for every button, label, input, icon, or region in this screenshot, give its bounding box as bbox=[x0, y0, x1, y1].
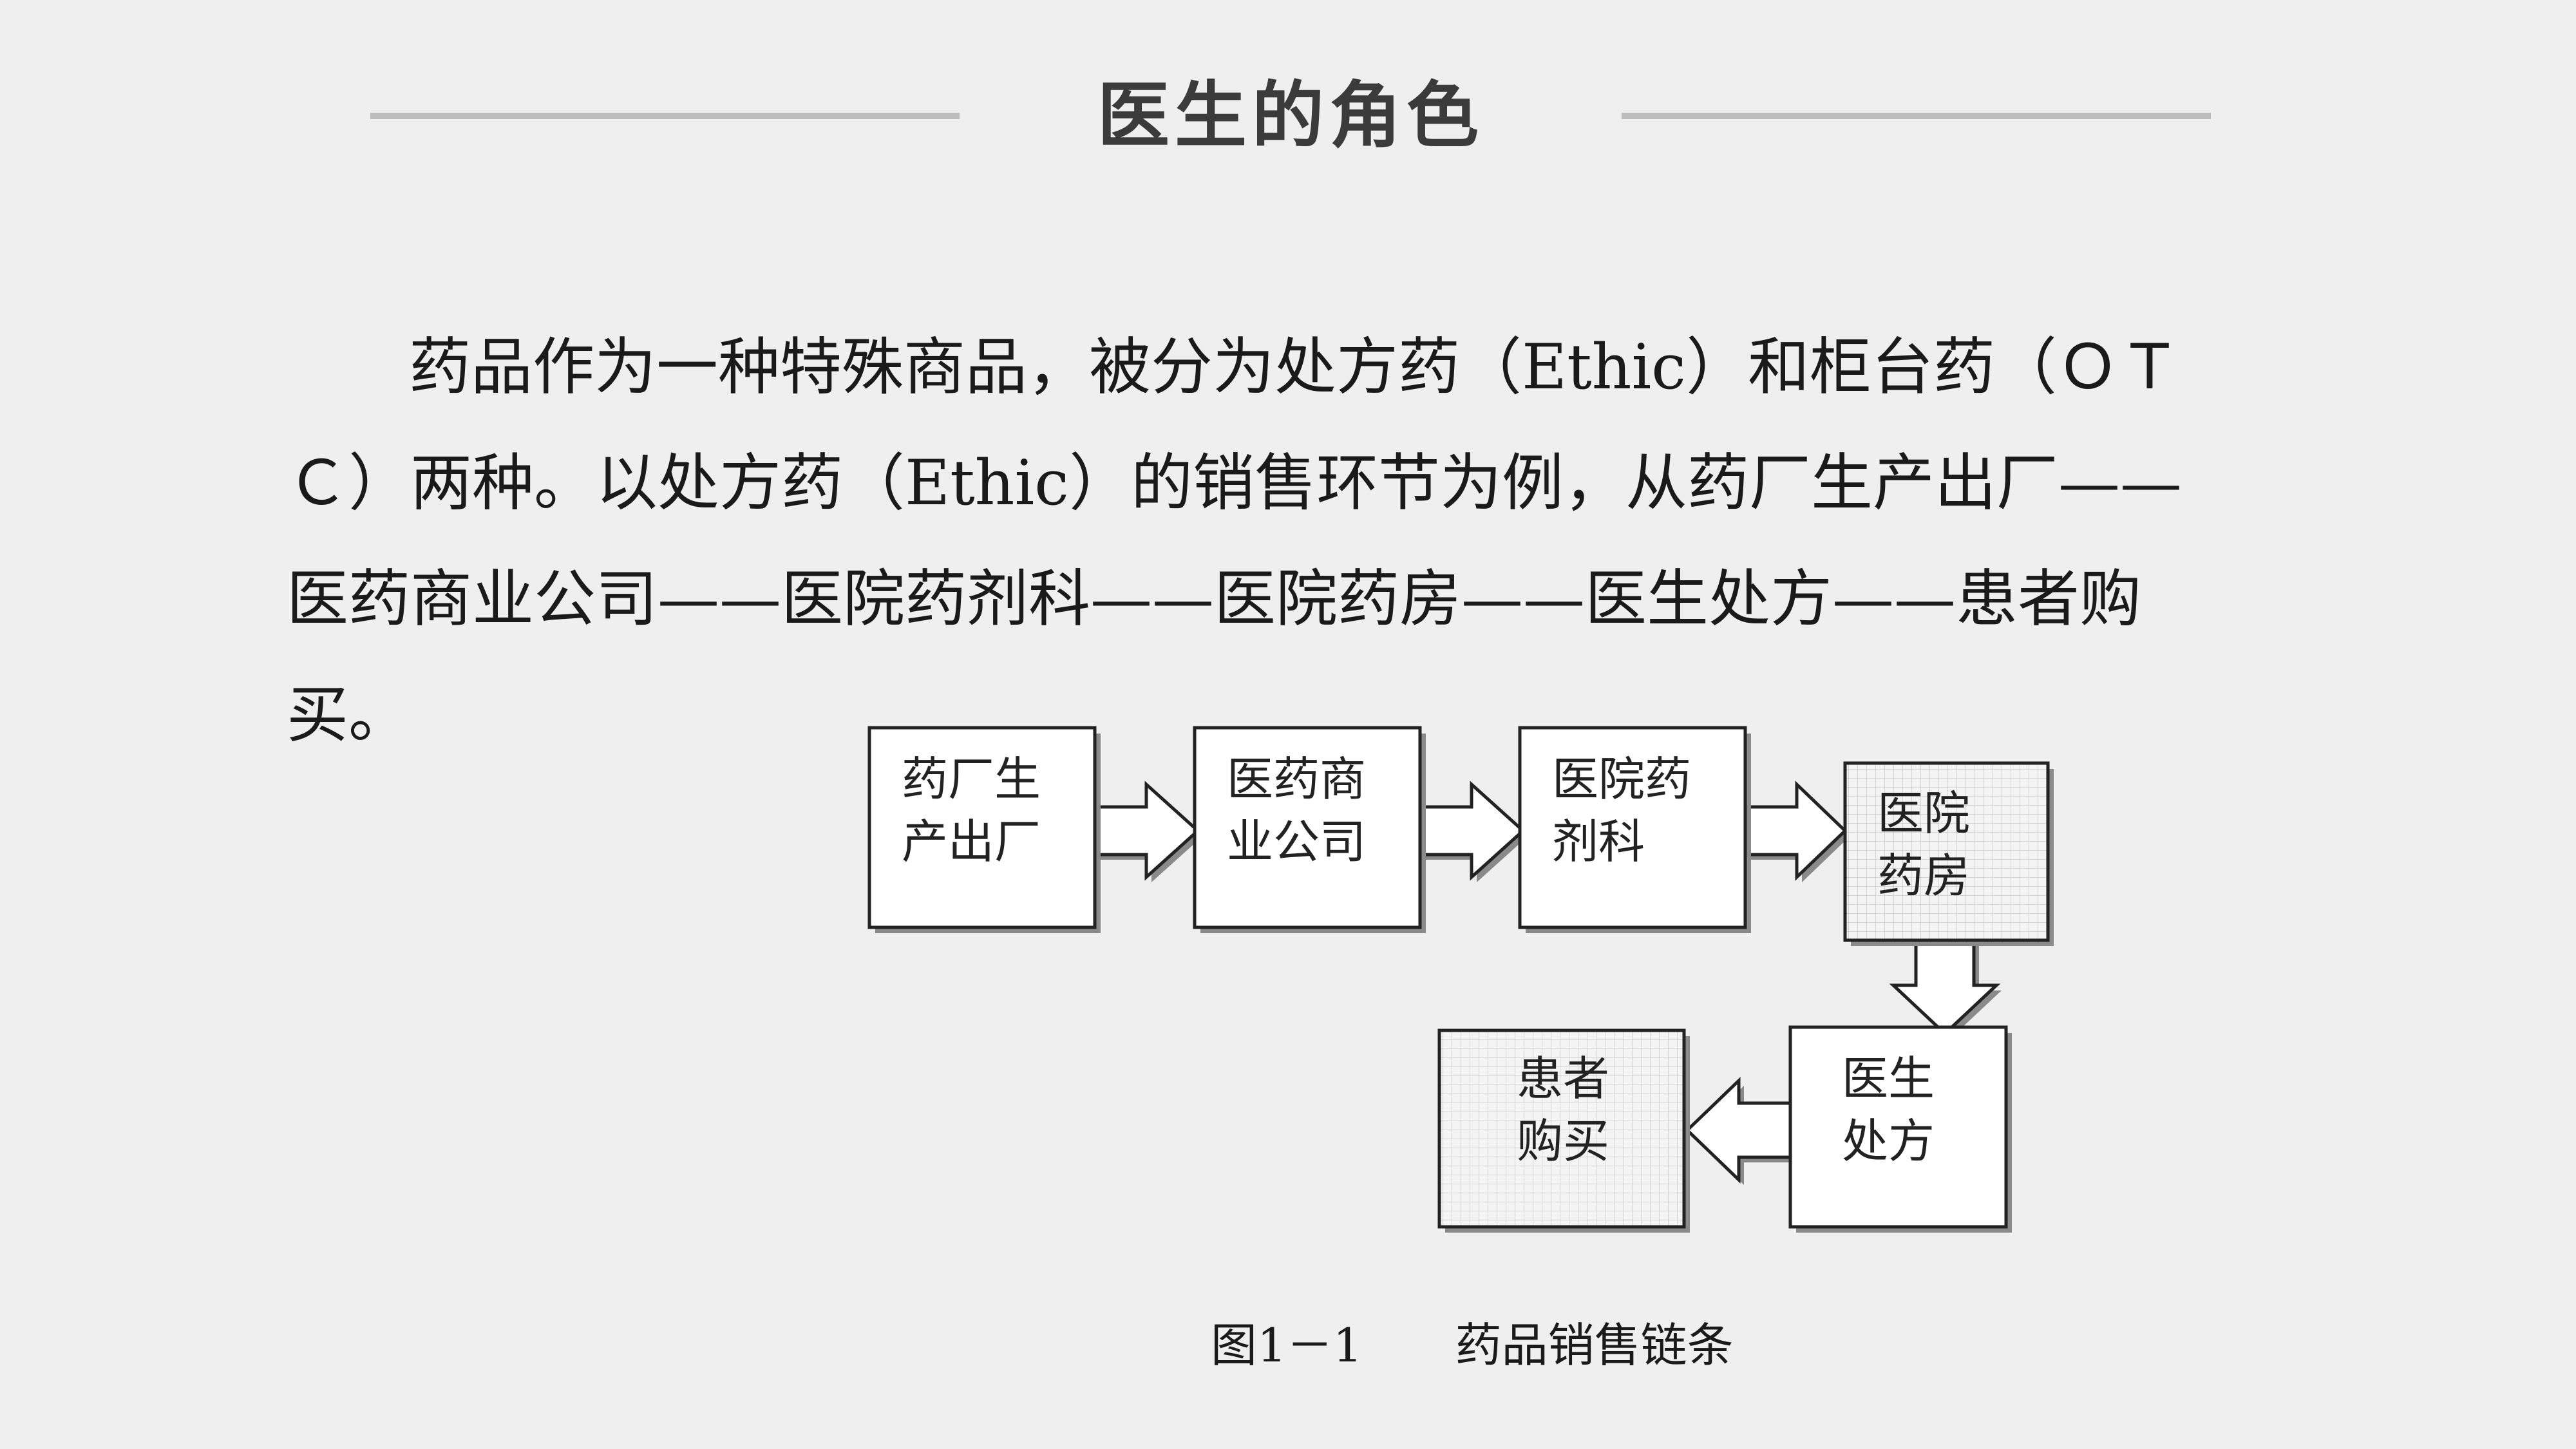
node-doctor-prescription: 医生 处方 bbox=[1788, 1025, 2012, 1233]
node-factory-line1: 药厂生 bbox=[902, 752, 1041, 806]
node-hospital-pharmacy-dept-line2: 剂科 bbox=[1552, 815, 1645, 869]
arrow-5 bbox=[1685, 1077, 1792, 1184]
arrow-1 bbox=[1093, 781, 1200, 881]
node-hospital-pharmacy-line1: 医院 bbox=[1877, 786, 1970, 840]
title-rule-right bbox=[1622, 113, 2211, 119]
figure-caption: 图1－1 药品销售链条 bbox=[1211, 1318, 1734, 1372]
node-hospital-pharmacy: 医院 药房 bbox=[1843, 761, 2054, 946]
node-hospital-pharmacy-dept-line1: 医院药 bbox=[1552, 752, 1691, 806]
node-patient-purchase: 患者 购买 bbox=[1437, 1028, 1690, 1233]
node-factory: 药厂生 产出厂 bbox=[867, 726, 1101, 933]
node-doctor-prescription-line1: 医生 bbox=[1842, 1052, 1935, 1106]
arrow-3 bbox=[1743, 781, 1848, 881]
body-paragraph: 药品作为一种特殊商品，被分为处方药（Ethic）和柜台药（ＯＴＣ）两种。以处方药… bbox=[287, 331, 2182, 751]
node-patient-purchase-line2: 购买 bbox=[1517, 1114, 1609, 1168]
node-factory-line2: 产出厂 bbox=[902, 815, 1041, 869]
node-patient-purchase-line1: 患者 bbox=[1517, 1052, 1609, 1106]
page-title: 医生的角色 bbox=[1097, 74, 1484, 158]
sales-chain-diagram: 药厂生 产出厂 医药商 业公司 医院药 剂科 医院 药房 医生 处方 患者 购买 bbox=[867, 726, 2054, 1233]
title-rule-left bbox=[370, 113, 960, 119]
arrows bbox=[1093, 781, 2002, 1185]
node-pharma-company: 医药商 业公司 bbox=[1193, 726, 1426, 933]
node-hospital-pharmacy-line2: 药房 bbox=[1877, 849, 1970, 903]
node-hospital-pharmacy-dept: 医院药 剂科 bbox=[1518, 726, 1751, 933]
arrow-4 bbox=[1889, 938, 2001, 1036]
node-pharma-company-line1: 医药商 bbox=[1227, 752, 1366, 806]
arrow-2 bbox=[1418, 781, 1526, 881]
node-doctor-prescription-line2: 处方 bbox=[1842, 1114, 1935, 1168]
node-pharma-company-line2: 业公司 bbox=[1227, 815, 1366, 869]
